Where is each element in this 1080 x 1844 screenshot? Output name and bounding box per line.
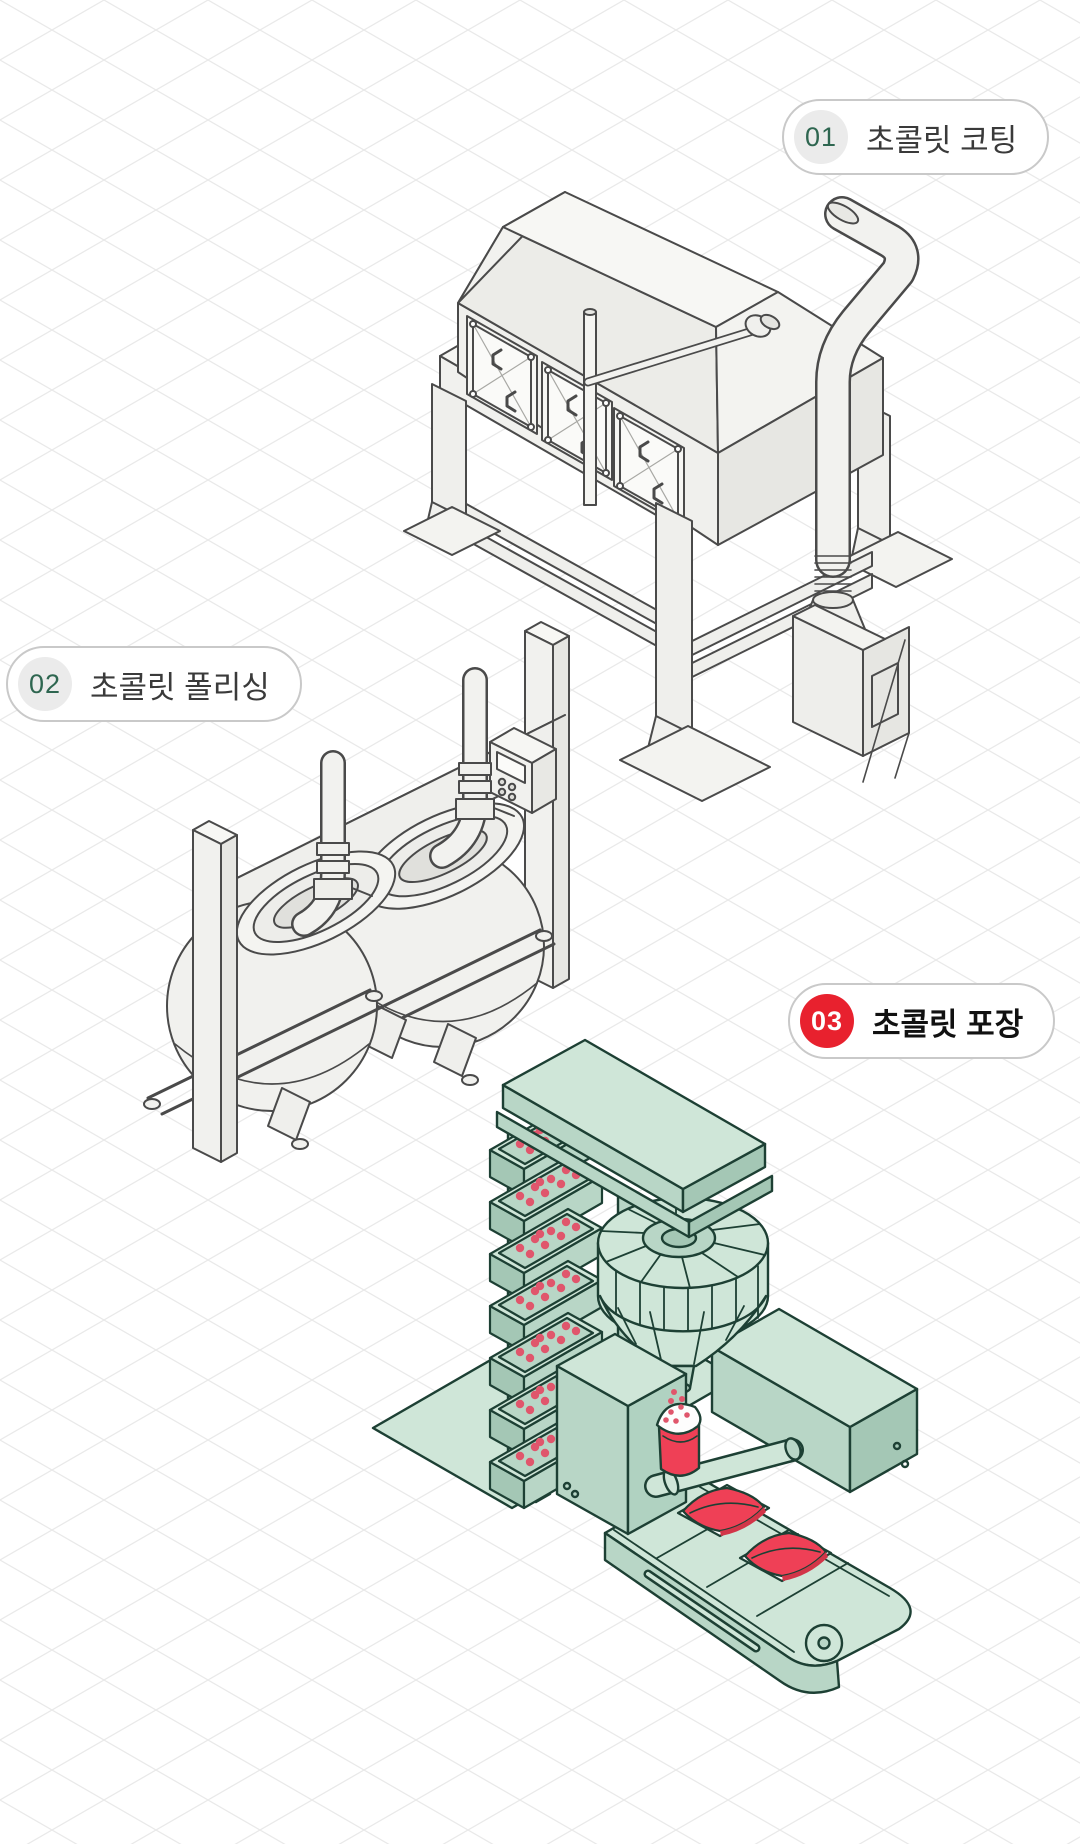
agitator-rod: [583, 313, 781, 387]
filling-bag: [655, 1389, 702, 1477]
chocolate-packaging-machine-illustration: [371, 1038, 919, 1694]
sealing-arm: [644, 1437, 804, 1498]
step-02-label: 초콜릿 폴리싱: [90, 669, 270, 705]
coating-machine-housing: [457, 191, 884, 546]
step-pill-02: 02 초콜릿 폴리싱: [6, 646, 302, 722]
step-03-badge: 03: [800, 994, 854, 1048]
gantry-left-post: [192, 820, 238, 1163]
top-slab: [495, 1038, 774, 1239]
control-panel: [489, 727, 557, 814]
step-03-label: 초콜릿 포장: [872, 1006, 1024, 1042]
chocolate-polishing-machine-illustration: [143, 621, 570, 1163]
discharge-hopper: [792, 604, 910, 783]
conveyor-belt: [603, 1476, 912, 1694]
coating-machine-front-leg: [619, 502, 771, 802]
step-01-badge: 01: [794, 110, 848, 164]
step-02-badge: 02: [18, 657, 72, 711]
feed-pipe-left: [291, 750, 373, 937]
step-pill-03: 03 초콜릿 포장: [788, 983, 1056, 1059]
bagging-unit-rear-block: [710, 1307, 919, 1494]
step-pill-01: 01 초콜릿 코팅: [782, 99, 1050, 175]
chocolate-coating-machine-illustration: [403, 191, 953, 802]
feed-pipe-right: [429, 667, 515, 869]
sampling-tube: [583, 311, 597, 506]
step-01-label: 초콜릿 코팅: [866, 122, 1018, 158]
